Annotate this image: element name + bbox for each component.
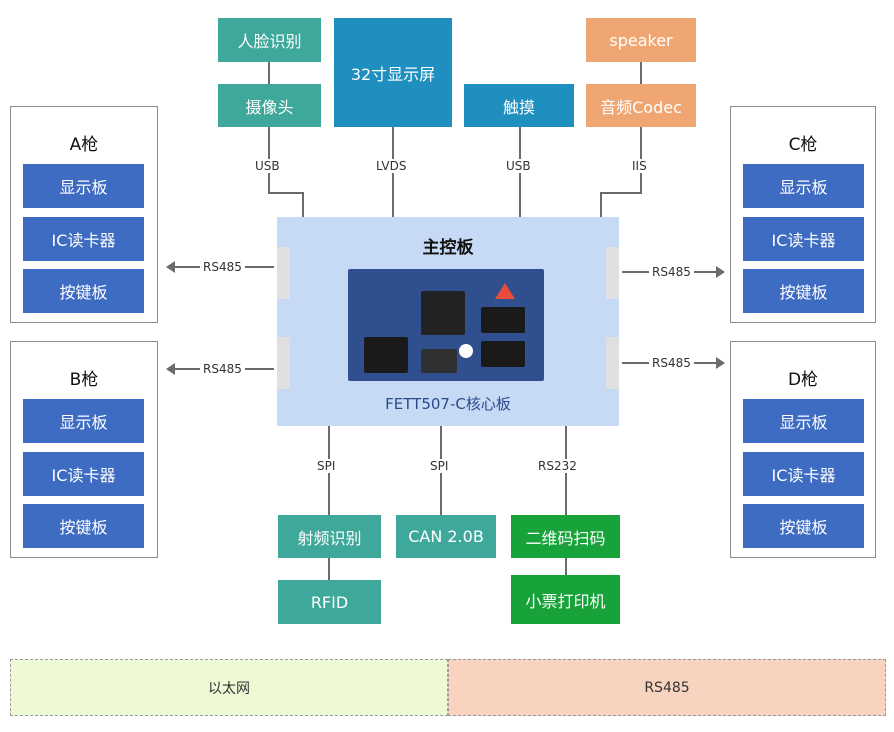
gun-b-panel: B枪 显示板 IC读卡器 按键板 [10, 341, 158, 558]
connector-camera-horizontal [268, 192, 304, 194]
rfid-label: RFID [310, 592, 349, 612]
audio-codec-label: 音频Codec [600, 97, 682, 117]
gun-d-display-board: 显示板 [743, 399, 864, 443]
label-lvds: LVDS [373, 159, 410, 173]
chip-memory-2 [481, 307, 525, 333]
display-32-label: 32寸显示屏 [350, 64, 436, 84]
audio-codec-box: 音频Codec [586, 84, 696, 127]
arrow-d-head [716, 357, 725, 369]
gun-a-title: A枪 [69, 135, 99, 155]
board-tab-left-bottom [277, 337, 290, 389]
receipt-printer-box: 小票打印机 [511, 575, 620, 624]
connector-codec-to-board [600, 192, 602, 217]
gun-c-ic-reader: IC读卡器 [743, 217, 864, 261]
chip-memory-3 [481, 341, 525, 367]
gun-a-display-board: 显示板 [23, 164, 144, 208]
arrow-a-head [166, 261, 175, 273]
gun-b-display-board: 显示板 [23, 399, 144, 443]
label-rs485-a: RS485 [200, 260, 245, 274]
touch-box: 触摸 [464, 84, 574, 127]
rs485-bar: RS485 [448, 659, 886, 716]
display-32-box: 32寸显示屏 [334, 18, 452, 127]
gun-d-title: D枪 [787, 370, 819, 390]
label-usb-right: USB [503, 159, 534, 173]
arrow-c-head [716, 266, 725, 278]
label-iis: IIS [629, 159, 650, 173]
speaker-label: speaker [609, 30, 673, 50]
gun-a-panel: A枪 显示板 IC读卡器 按键板 [10, 106, 158, 323]
label-rs232: RS232 [535, 459, 580, 473]
gun-a-ic-reader: IC读卡器 [23, 217, 144, 261]
face-recognition-box: 人脸识别 [218, 18, 321, 62]
label-spi-mid: SPI [427, 459, 452, 473]
face-recognition-label: 人脸识别 [237, 32, 302, 51]
main-board-title: 主控板 [422, 238, 474, 258]
gun-b-keypad-board: 按键板 [23, 504, 144, 548]
gun-a-keypad-board: 按键板 [23, 269, 144, 313]
speaker-box: speaker [586, 18, 696, 62]
chip-pmic [421, 349, 457, 373]
main-control-board: 主控板 FETT507-C核心板 [277, 217, 619, 426]
label-usb-left: USB [252, 159, 283, 173]
connector-camera-vertical [268, 62, 270, 84]
gun-c-panel: C枪 显示板 IC读卡器 按键板 [730, 106, 876, 323]
rf-recognition-label: 射频识别 [297, 528, 362, 548]
connector-codec-horizontal [600, 192, 642, 194]
gun-b-title: B枪 [69, 370, 99, 390]
chip-memory-1 [364, 337, 408, 373]
connector-speaker-vertical [640, 62, 642, 84]
connector-rf-to-rfid [328, 558, 330, 580]
connector-qr-to-printer [565, 558, 567, 575]
ethernet-label: 以太网 [208, 680, 250, 697]
gun-c-title: C枪 [788, 135, 818, 155]
gun-c-keypad-board: 按键板 [743, 269, 864, 313]
label-spi-left: SPI [314, 459, 339, 473]
qr-scan-box: 二维码扫码 [511, 515, 620, 558]
gun-d-ic-reader: IC读卡器 [743, 452, 864, 496]
label-rs485-c: RS485 [649, 265, 694, 279]
gun-b-ic-reader: IC读卡器 [23, 452, 144, 496]
rfid-box: RFID [278, 580, 381, 624]
camera-box: 摄像头 [218, 84, 321, 127]
gun-d-keypad-board: 按键板 [743, 504, 864, 548]
camera-label: 摄像头 [245, 97, 294, 117]
board-tab-right-top [606, 247, 619, 299]
core-board-label: FETT507-C核心板 [385, 395, 511, 413]
rf-recognition-box: 射频识别 [278, 515, 381, 558]
qr-scan-label: 二维码扫码 [525, 528, 606, 548]
rs485-bar-label: RS485 [644, 679, 690, 696]
gun-c-display-board: 显示板 [743, 164, 864, 208]
arrow-b-head [166, 363, 175, 375]
ethernet-bar: 以太网 [10, 659, 448, 716]
connector-camera-to-board [302, 192, 304, 217]
touch-label: 触摸 [502, 97, 535, 117]
label-rs485-b: RS485 [200, 362, 245, 376]
gun-d-panel: D枪 显示板 IC读卡器 按键板 [730, 341, 876, 558]
receipt-printer-label: 小票打印机 [525, 591, 606, 611]
board-tab-right-bottom [606, 337, 619, 389]
board-marker-icon [459, 344, 473, 358]
board-logo-icon [495, 283, 515, 299]
label-rs485-d: RS485 [649, 356, 694, 370]
can-label: CAN 2.0B [408, 527, 484, 546]
can-box: CAN 2.0B [396, 515, 496, 558]
core-board-image [348, 269, 544, 381]
chip-cpu [421, 291, 465, 335]
board-tab-left-top [277, 247, 290, 299]
